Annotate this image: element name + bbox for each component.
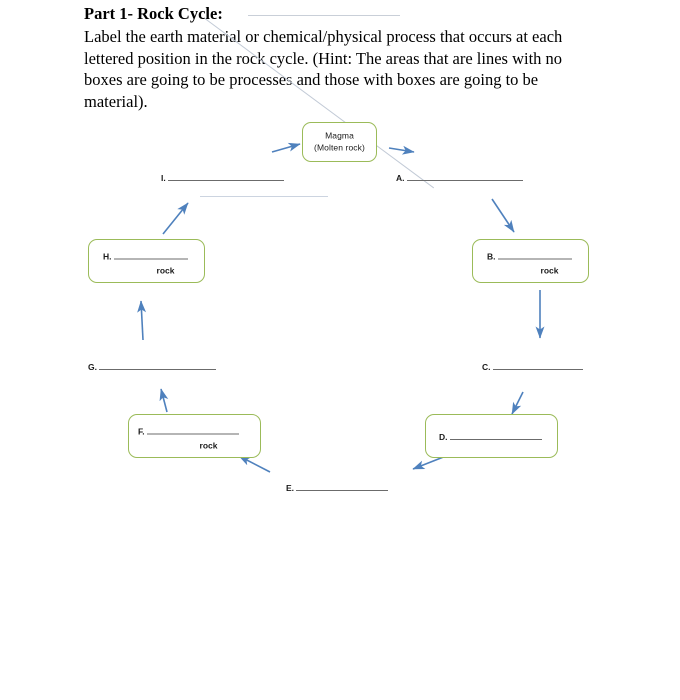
arrow-f-to-g xyxy=(159,388,169,413)
process-letter-c: C. xyxy=(482,362,491,372)
material-slot-f[interactable]: F. rock xyxy=(138,422,269,451)
process-blank-a[interactable] xyxy=(406,171,523,181)
material-blank-f[interactable] xyxy=(146,425,239,435)
header-block: Part 1- Rock Cycle: Label the earth mate… xyxy=(84,4,604,112)
material-blank-b[interactable] xyxy=(497,250,572,260)
material-slot-d[interactable]: D. xyxy=(439,427,570,445)
process-letter-g: G. xyxy=(88,362,97,372)
arrow-c-to-d xyxy=(511,391,524,415)
process-slot-e[interactable]: E. xyxy=(286,478,389,496)
material-slot-b[interactable]: B. rock xyxy=(487,247,602,276)
material-box-f[interactable]: F. rock xyxy=(128,414,261,458)
process-slot-a[interactable]: A. xyxy=(396,168,523,186)
page-title: Part 1- Rock Cycle: xyxy=(84,4,223,23)
material-box-b[interactable]: B. rock xyxy=(472,239,589,283)
arrow-i-to-magma xyxy=(271,142,301,153)
material-box-h-inner: H. rock xyxy=(89,247,204,276)
process-blank-e[interactable] xyxy=(296,481,389,491)
process-slot-c[interactable]: C. xyxy=(482,357,583,375)
material-box-f-inner: F. rock xyxy=(129,422,260,451)
material-blank-d[interactable] xyxy=(449,430,542,440)
arrow-h-to-i xyxy=(162,202,189,235)
process-slot-i[interactable]: I. xyxy=(161,168,284,186)
material-letter-f: F. xyxy=(138,426,145,437)
material-box-d-inner: D. xyxy=(426,427,557,445)
material-letter-d: D. xyxy=(439,432,448,442)
arrow-magma-to-a xyxy=(388,145,415,155)
material-box-h[interactable]: H. rock xyxy=(88,239,205,283)
material-box-d[interactable]: D. xyxy=(425,414,558,458)
process-letter-i: I. xyxy=(161,173,166,183)
title-underline-rule xyxy=(248,15,400,16)
material-box-b-inner: B. rock xyxy=(473,247,588,276)
process-letter-e: E. xyxy=(286,483,295,493)
process-blank-i[interactable] xyxy=(167,171,284,181)
material-sublabel-b: rock xyxy=(540,265,559,276)
arrow-g-to-h xyxy=(137,300,147,341)
magma-label-line1: Magma xyxy=(325,130,354,141)
arrow-a-to-b xyxy=(491,198,515,233)
material-sublabel-h: rock xyxy=(156,265,175,276)
process-slot-g[interactable]: G. xyxy=(88,357,216,375)
material-blank-h[interactable] xyxy=(113,250,188,260)
material-sublabel-f: rock xyxy=(199,440,218,451)
process-letter-a: A. xyxy=(396,173,405,183)
process-blank-g[interactable] xyxy=(98,360,216,370)
material-letter-h: H. xyxy=(103,251,112,262)
material-letter-b: B. xyxy=(487,251,496,262)
magma-box-text: Magma (Molten rock) xyxy=(303,131,376,154)
material-slot-h[interactable]: H. rock xyxy=(103,247,218,276)
magma-box[interactable]: Magma (Molten rock) xyxy=(302,122,377,162)
arrow-e-to-f xyxy=(238,455,271,473)
instructions-paragraph: Label the earth material or chemical/phy… xyxy=(84,27,563,111)
magma-label-line2: (Molten rock) xyxy=(314,142,365,152)
process-blank-c[interactable] xyxy=(492,360,583,370)
faint-horizontal-stroke xyxy=(200,196,328,197)
